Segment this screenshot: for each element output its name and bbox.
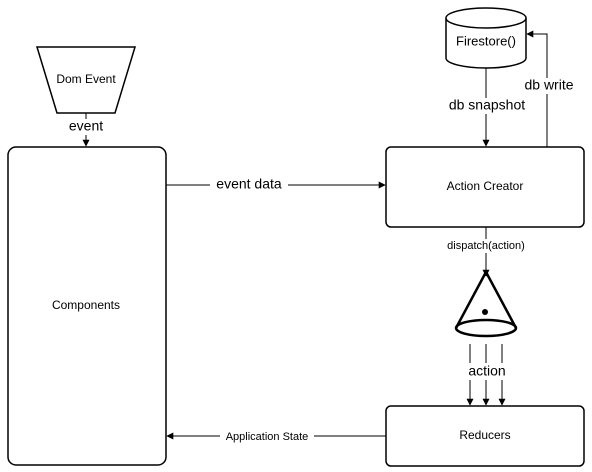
edge-dispatch-label: dispatch(action) (447, 240, 525, 252)
dom-event-label: Dom Event (56, 72, 116, 86)
dispatcher-cone-icon (454, 271, 518, 338)
components-node: Components (7, 146, 167, 466)
edge-action: action (462, 344, 512, 406)
edge-db-snapshot: db snapshot (444, 68, 530, 147)
reducers-label: Reducers (459, 428, 510, 442)
edge-event-data: event data (166, 176, 386, 193)
components-label: Components (52, 298, 120, 312)
edge-event: event (62, 113, 110, 147)
edge-application-state: Application State (166, 429, 386, 443)
edge-db-write: db write (521, 30, 577, 147)
edge-db-write-label: db write (524, 77, 573, 93)
reducers-node: Reducers (385, 405, 585, 467)
edge-db-snapshot-label: db snapshot (449, 97, 525, 113)
action-creator-label: Action Creator (447, 179, 524, 193)
edge-dispatch: dispatch(action) (440, 227, 532, 277)
dom-event-node: Dom Event (35, 46, 137, 114)
firestore-node: Firestore() (445, 7, 527, 69)
edge-event-data-label: event data (216, 176, 282, 192)
firestore-label: Firestore() (456, 33, 516, 48)
action-creator-node: Action Creator (385, 146, 585, 228)
edge-action-label: action (468, 363, 505, 379)
edge-application-state-label: Application State (226, 431, 309, 443)
edge-event-label: event (69, 118, 103, 134)
